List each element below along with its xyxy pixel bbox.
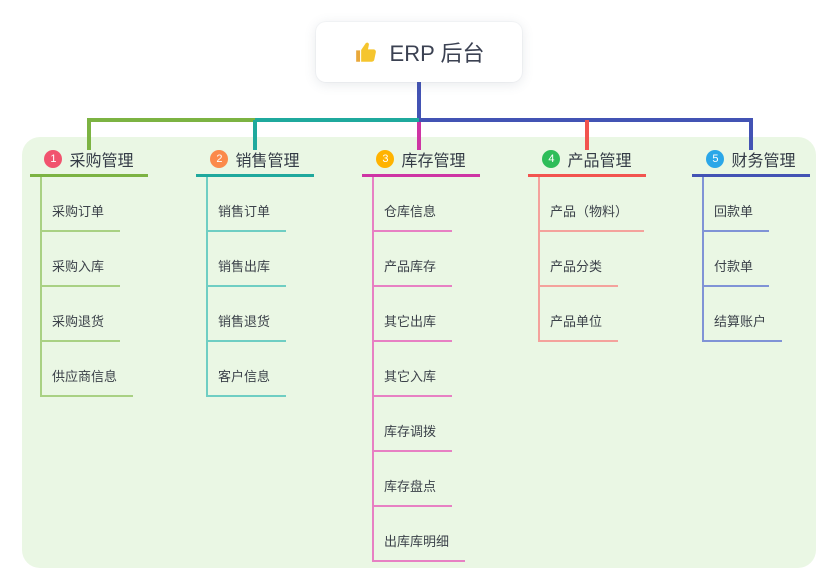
branch-underline <box>692 174 810 177</box>
branch-spine <box>40 177 42 397</box>
branch-product-label: 产品管理 <box>567 153 632 170</box>
branch-finance-header[interactable]: 5 财务管理 <box>692 146 810 172</box>
connector-segment-green <box>87 118 255 122</box>
branch-inventory-header[interactable]: 3 库存管理 <box>362 146 480 172</box>
badge-5: 5 <box>706 150 725 168</box>
node-purchase-order[interactable]: 采购订单 <box>40 202 121 232</box>
branch-inventory-label: 库存管理 <box>401 153 466 170</box>
root-node-label: ERP 后台 <box>389 41 485 66</box>
node-outbound-detail[interactable]: 出库库明细 <box>372 532 466 562</box>
branch-underline <box>30 174 148 177</box>
node-purchase-return[interactable]: 采购退货 <box>40 312 121 342</box>
root-connector-line <box>417 82 421 122</box>
branch-drop-purchase <box>87 120 91 150</box>
connector-segment-teal <box>255 118 419 122</box>
node-product-unit[interactable]: 产品单位 <box>538 312 619 342</box>
node-product-material[interactable]: 产品（物料） <box>538 202 645 232</box>
node-receipt-bill[interactable]: 回款单 <box>702 202 770 232</box>
badge-2: 2 <box>210 150 229 168</box>
branches-background-panel <box>22 137 816 568</box>
node-product-stock[interactable]: 产品库存 <box>372 257 453 287</box>
node-purchase-inbound[interactable]: 采购入库 <box>40 257 121 287</box>
branch-underline <box>196 174 314 177</box>
node-stock-check[interactable]: 库存盘点 <box>372 477 453 507</box>
branch-sales-label: 销售管理 <box>235 153 300 170</box>
branch-underline <box>528 174 646 177</box>
node-sales-return[interactable]: 销售退货 <box>206 312 287 342</box>
branch-purchase-label: 采购管理 <box>69 153 134 170</box>
branch-drop-finance <box>749 120 753 150</box>
node-sales-order[interactable]: 销售订单 <box>206 202 287 232</box>
node-warehouse-info[interactable]: 仓库信息 <box>372 202 453 232</box>
branch-spine <box>372 177 374 562</box>
node-settlement-account[interactable]: 结算账户 <box>702 312 783 342</box>
branch-drop-product <box>585 120 589 150</box>
branch-drop-sales <box>253 120 257 150</box>
branch-sales-header[interactable]: 2 销售管理 <box>196 146 314 172</box>
badge-4: 4 <box>542 150 561 168</box>
branch-spine <box>206 177 208 397</box>
branch-drop-inventory <box>417 122 421 150</box>
node-product-category[interactable]: 产品分类 <box>538 257 619 287</box>
node-other-outbound[interactable]: 其它出库 <box>372 312 453 342</box>
node-payment-bill[interactable]: 付款单 <box>702 257 770 287</box>
branch-underline <box>362 174 480 177</box>
branch-purchase-header[interactable]: 1 采购管理 <box>30 146 148 172</box>
branch-spine <box>538 177 540 342</box>
node-stock-transfer[interactable]: 库存调拨 <box>372 422 453 452</box>
thumbs-up-icon <box>354 39 380 65</box>
badge-3: 3 <box>376 150 395 168</box>
node-other-inbound[interactable]: 其它入库 <box>372 367 453 397</box>
node-supplier-info[interactable]: 供应商信息 <box>40 367 134 397</box>
node-sales-outbound[interactable]: 销售出库 <box>206 257 287 287</box>
root-node[interactable]: ERP 后台 <box>316 22 522 82</box>
branch-finance-label: 财务管理 <box>731 153 796 170</box>
node-customer-info[interactable]: 客户信息 <box>206 367 287 397</box>
badge-1: 1 <box>44 150 63 168</box>
branch-spine <box>702 177 704 342</box>
branch-product-header[interactable]: 4 产品管理 <box>528 146 646 172</box>
